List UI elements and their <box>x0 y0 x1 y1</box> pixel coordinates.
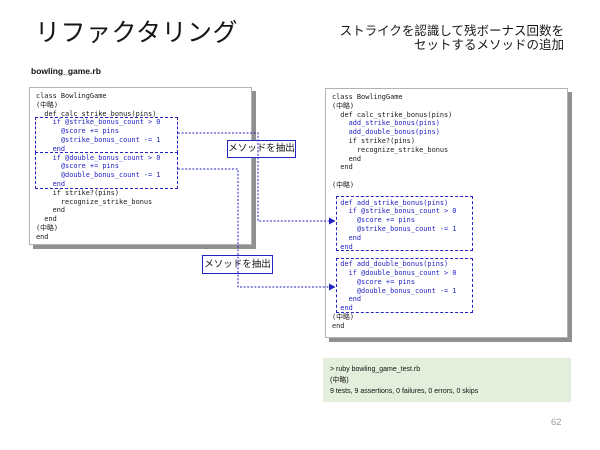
highlight-box-double-before <box>35 152 178 189</box>
code-line: if strike?(pins) <box>332 136 415 145</box>
highlight-box-strike-after <box>336 196 473 251</box>
code-line: recognize_strike_bonus <box>332 145 449 154</box>
subtitle-line-2: セットするメソッドの追加 <box>413 37 564 52</box>
subtitle-line-1: ストライクを認識して残ボーナス回数を <box>339 24 564 38</box>
code-line: end <box>36 206 66 215</box>
slide-subtitle: ストライクを認識して残ボーナス回数を セットするメソッドの追加 <box>330 24 564 52</box>
code-line: end <box>36 144 66 153</box>
code-line: add_double_bonus(pins) <box>332 128 440 137</box>
code-line: if @strike_bonus_count > 0 <box>332 207 457 216</box>
code-line: if @strike_bonus_count > 0 <box>36 118 161 127</box>
code-line: (中略) <box>36 223 59 232</box>
code-line: end <box>332 321 345 330</box>
code-line: def add_strike_bonus(pins) <box>332 198 449 207</box>
code-line: end <box>36 179 66 188</box>
extract-method-label-2: メソッドを抽出 <box>202 255 273 274</box>
code-line: if strike?(pins) <box>36 188 119 197</box>
code-line: recognize_strike_bonus <box>36 197 153 206</box>
code-line: (中略) <box>332 101 355 110</box>
code-line: class BowlingGame <box>332 93 403 101</box>
code-line: end <box>332 163 353 172</box>
file-name-label: bowling_game.rb <box>31 66 101 76</box>
terminal-ellipsis: (中略) <box>330 377 349 384</box>
code-line: if @double_bonus_count > 0 <box>36 153 161 162</box>
code-line: (中略) <box>332 312 355 321</box>
code-line: @score += pins <box>332 277 415 286</box>
code-line: class BowlingGame <box>36 92 107 100</box>
code-panel-after: class BowlingGame(中略) def calc_strike_bo… <box>325 88 568 338</box>
code-line: def calc_strike_bonus(pins) <box>332 110 453 119</box>
code-line: end <box>332 233 362 242</box>
code-line: add_strike_bonus(pins) <box>332 119 440 128</box>
code-line: (中略) <box>332 180 355 189</box>
page-number: 62 <box>551 417 562 428</box>
code-line: end <box>332 295 362 304</box>
highlight-box-double-after <box>336 258 473 313</box>
code-line: @strike_bonus_count -= 1 <box>36 135 161 144</box>
code-line: @score += pins <box>332 216 415 225</box>
code-line: end <box>36 215 57 224</box>
code-line: (中略) <box>36 100 59 109</box>
code-line: if @double_bonus_count > 0 <box>332 268 457 277</box>
test-output-box: > ruby bowling_game_test.rb (中略) 9 tests… <box>323 358 571 402</box>
code-line <box>332 172 567 181</box>
code-line: end <box>36 232 49 241</box>
code-line: @double_bonus_count -= 1 <box>332 286 457 295</box>
code-line: def add_double_bonus(pins) <box>332 260 449 269</box>
extract-method-label-1: メソッドを抽出 <box>227 140 296 158</box>
code-line: @double_bonus_count -= 1 <box>36 171 161 180</box>
code-line: end <box>332 304 353 313</box>
page-title: リファクタリング <box>35 19 239 47</box>
terminal-command: > ruby bowling_game_test.rb <box>330 366 421 373</box>
terminal-result: 9 tests, 9 assertions, 0 failures, 0 err… <box>330 388 479 395</box>
code-line: @score += pins <box>36 127 119 136</box>
code-line: end <box>332 154 362 163</box>
highlight-box-strike-before <box>35 117 178 153</box>
code-line: @strike_bonus_count -= 1 <box>332 224 457 233</box>
code-line: @score += pins <box>36 162 119 171</box>
code-line: end <box>332 242 353 251</box>
code-line: def calc_strike_bonus(pins) <box>36 109 157 118</box>
